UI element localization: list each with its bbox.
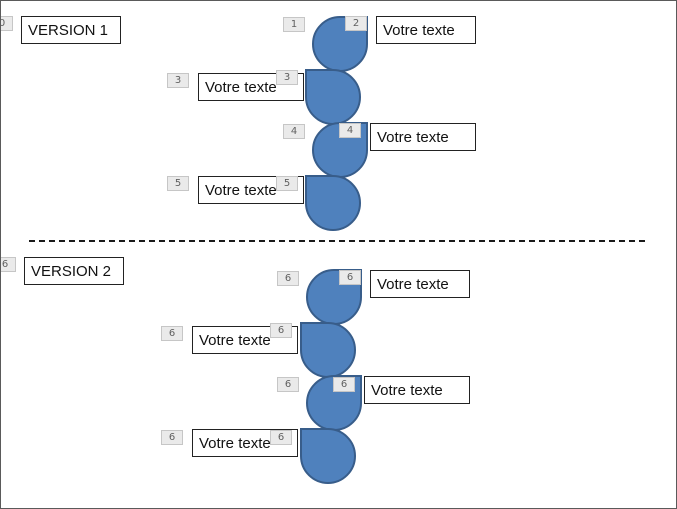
item-number-tag: 3 [167,73,189,88]
version-2-title: VERSION 2 [24,257,124,285]
teardrop-shape-down-left [305,175,362,232]
edge-number-tag: 0 [1,16,13,31]
item-number-tag: 6 [161,326,183,341]
text-box-item-3[interactable]: Votre texte [370,123,476,151]
item-number-tag: 4 [283,124,305,139]
text-box-v2-item-2[interactable]: Votre texte [192,326,298,354]
shape-number-tag: 6 [270,430,292,445]
shape-number-tag: 2 [345,16,367,31]
item-number-tag: 6 [161,430,183,445]
version-1-title: VERSION 1 [21,16,121,44]
text-box-v2-item-1[interactable]: Votre texte [370,270,470,298]
teardrop-shape-down-left [300,322,357,379]
shape-number-tag: 5 [276,176,298,191]
item-number-tag: 1 [283,17,305,32]
item-number-tag: 6 [277,271,299,286]
shape-number-tag: 3 [276,70,298,85]
teardrop-shape-down-left [305,69,362,126]
dashed-separator [29,240,645,242]
shape-number-tag: 6 [270,323,292,338]
text-box-v2-item-3[interactable]: Votre texte [364,376,470,404]
shape-number-tag: 6 [333,377,355,392]
item-number-tag: 5 [167,176,189,191]
edge-number-tag: 6 [1,257,16,272]
item-number-tag: 6 [277,377,299,392]
text-box-item-1[interactable]: Votre texte [376,16,476,44]
teardrop-shape-down-left [300,428,357,485]
shape-number-tag: 4 [339,123,361,138]
shape-number-tag: 6 [339,270,361,285]
